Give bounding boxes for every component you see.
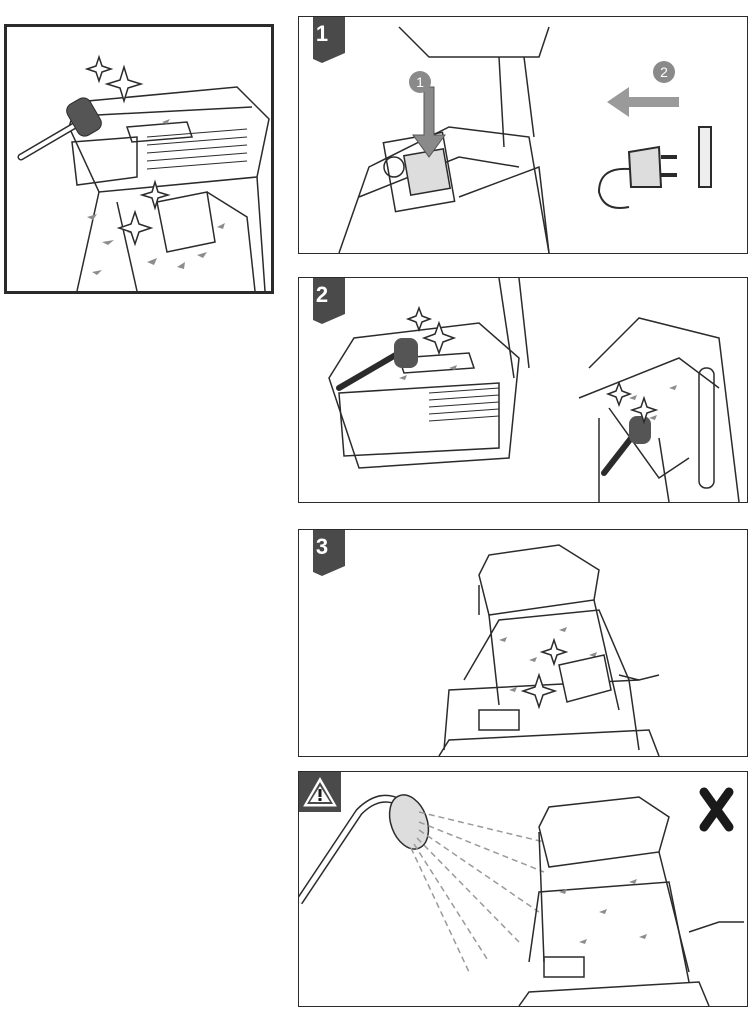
step-number: 2 — [315, 282, 329, 307]
step-badge-shape — [313, 17, 345, 63]
brush-icon — [336, 338, 651, 476]
switch-off-unplug-drawing — [338, 26, 712, 253]
step-badge-shape — [313, 530, 345, 576]
overview-illustration — [4, 24, 274, 294]
sparkle-icons — [405, 305, 659, 425]
sparkle-icons — [84, 54, 171, 247]
left-arrow-icon — [607, 87, 679, 117]
step-number: 3 — [315, 534, 329, 559]
down-arrow-icon — [412, 86, 446, 158]
step-2-panel: 2 — [298, 277, 748, 503]
cross-x-icon — [699, 787, 734, 832]
cloth-icon — [558, 654, 612, 703]
warning-triangle-icon — [299, 772, 341, 812]
water-spray-lines — [410, 811, 545, 973]
step-1-panel: 1 1 2 — [298, 16, 748, 254]
step-badge-shape — [313, 278, 345, 324]
wipe-exterior-drawing — [438, 544, 660, 756]
sub-step-number: 1 — [409, 71, 431, 93]
brush-icon — [17, 97, 102, 161]
sub-step-number: 2 — [653, 61, 675, 83]
brush-hopper-drawing — [328, 278, 740, 502]
plug-icon — [597, 126, 712, 209]
no-water-spray-drawing — [299, 772, 744, 1006]
sparkle-icons — [520, 637, 569, 710]
step-number: 1 — [315, 21, 329, 46]
step-3-panel: 3 — [298, 529, 748, 757]
shredder-cleaning-drawing — [17, 54, 270, 291]
warning-panel — [298, 771, 748, 1007]
